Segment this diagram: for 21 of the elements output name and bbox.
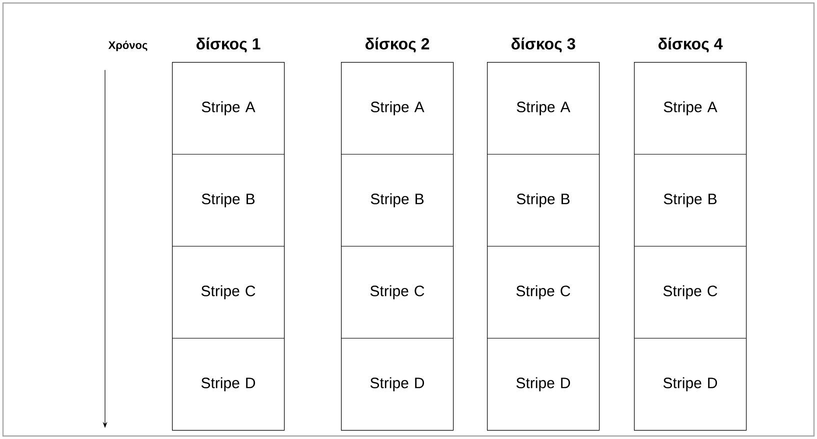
stripe-cell: Stripe C [634, 246, 746, 338]
stripe-cell: Stripe B [341, 154, 454, 246]
node-label: δίσκος 4 [658, 38, 723, 52]
stripe-cell: Stripe A [341, 62, 454, 154]
stripe-cell: Stripe B [487, 154, 600, 246]
stripe-cell: Stripe C [341, 246, 454, 338]
axis-label: Χρόνος [108, 40, 148, 52]
node-label: δίσκος 1 [196, 38, 260, 52]
stripe-cell: Stripe D [487, 338, 600, 430]
stripe-cell: Stripe B [172, 154, 284, 246]
node-label: δίσκος 2 [366, 38, 430, 52]
stripe-cell: Stripe C [172, 246, 284, 338]
stripe-cell: Stripe B [634, 154, 746, 246]
node-label: δίσκος 3 [512, 38, 576, 52]
stripe-cell: Stripe D [634, 338, 746, 430]
stripe-cell: Stripe A [487, 62, 600, 154]
stripe-cell: Stripe D [172, 338, 284, 430]
stripe-cell: Stripe C [487, 246, 600, 338]
stripe-cell: Stripe A [634, 62, 746, 154]
stripe-cell: Stripe A [172, 62, 284, 154]
stripe-cell: Stripe D [341, 338, 454, 430]
